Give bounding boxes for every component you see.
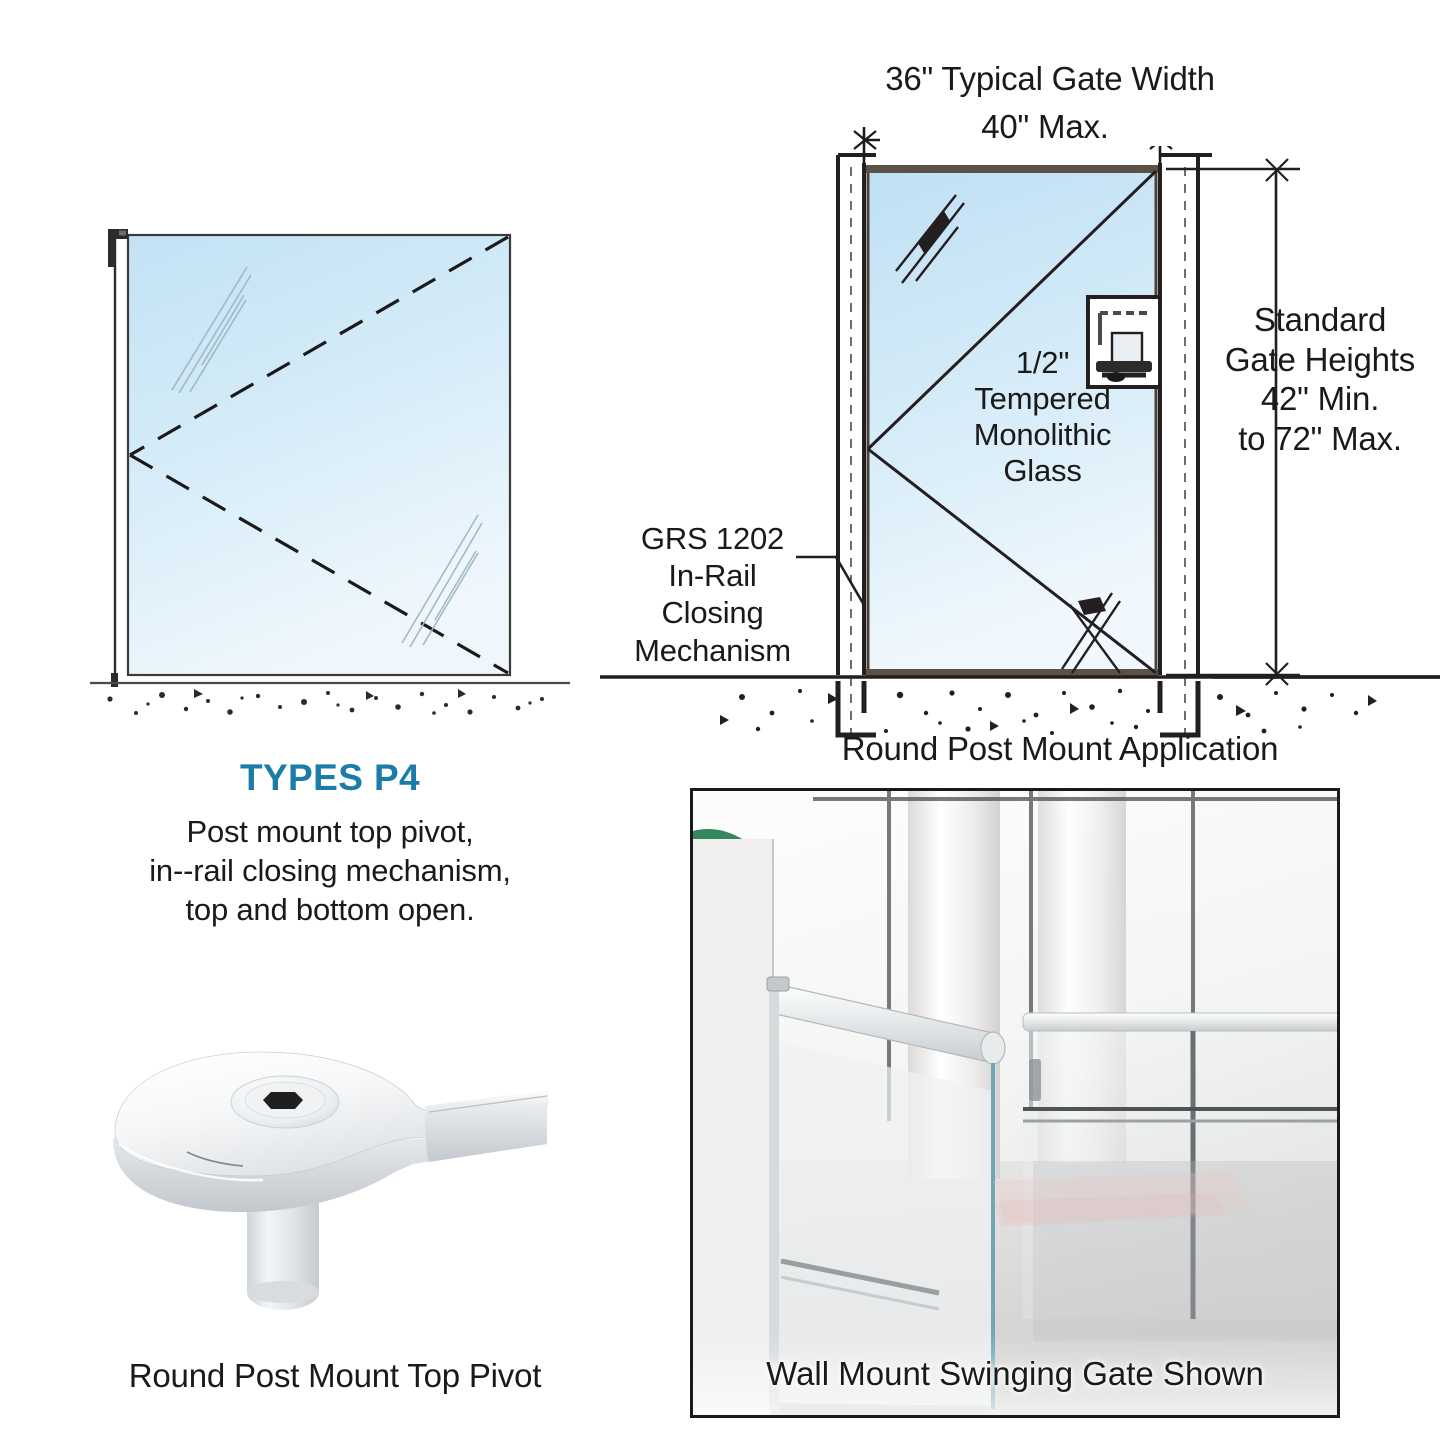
product-photo-caption: Wall Mount Swinging Gate Shown	[766, 1355, 1264, 1392]
reflection-streak-lower	[1060, 592, 1121, 674]
swing-arc-lower	[129, 453, 509, 675]
types-p4-title: TYPES P4	[239, 757, 421, 798]
glass-panel	[126, 233, 512, 677]
dimension-label-max-width: 40" Max.	[880, 108, 1210, 146]
swing-arc-lower	[867, 447, 1157, 675]
swing-arc-upper	[129, 235, 509, 457]
pivot-photo-caption: Round Post Mount Top Pivot	[128, 1357, 542, 1394]
dimension-label-typical-width: 36" Typical Gate Width	[885, 60, 1215, 97]
pivot-screw	[119, 230, 126, 236]
gate-latch-hardware	[1029, 1059, 1041, 1101]
installation-photo: Wall Mount Swinging Gate Shown	[690, 788, 1340, 1418]
concrete-aggregate	[720, 688, 1377, 735]
wall-mount-panel	[693, 839, 773, 1415]
glass-panel	[866, 167, 1158, 677]
bottom-rail	[866, 669, 1158, 677]
top-pivot-bracket	[108, 229, 128, 267]
left-elevation-drawing	[90, 229, 570, 715]
lobby-scene	[693, 791, 1337, 1415]
grs-leader-line	[796, 555, 866, 606]
swinging-gate	[766, 976, 1006, 1411]
dimension-height	[1166, 158, 1300, 686]
pivot-stem	[247, 1190, 319, 1310]
round-post-right	[1158, 153, 1212, 675]
round-post-left	[836, 153, 876, 675]
round-post-mount-application-drawing	[600, 127, 1440, 745]
floor-light-streak	[993, 1171, 1253, 1223]
top-pivot-hardware	[766, 976, 790, 992]
ground-aggregate	[107, 689, 544, 715]
types-p4-description: Post mount top pivot, in--rail closing m…	[149, 814, 511, 928]
hex-socket-hole	[263, 1092, 303, 1109]
glass-railing-right	[1022, 1012, 1337, 1341]
reflection-streaks-lower	[401, 514, 483, 648]
reflection-streak-upper	[895, 194, 965, 284]
pivot-wing-tab	[425, 1090, 547, 1162]
glass-specification-label: 1/2" Tempered Monolithic Glass	[973, 345, 1112, 488]
plan-diagram-caption: Round Post Mount Application	[841, 730, 1279, 767]
reflection-streaks-upper	[171, 266, 252, 394]
window-mullions	[813, 791, 1337, 1121]
in-rail-closing-mechanism	[1086, 295, 1162, 389]
top-rail	[866, 165, 1158, 173]
rail-end-cap	[980, 1031, 1006, 1065]
grs-1202-callout-label: GRS 1202 In-Rail Closing Mechanism	[634, 521, 791, 668]
post-footings	[835, 681, 1201, 738]
dimension-label-gate-heights: Standard Gate Heights 42" Min. to 72" Ma…	[1224, 301, 1416, 457]
swing-arc-upper	[866, 169, 1158, 451]
round-post-mount-top-pivot-image	[113, 1051, 548, 1310]
bottom-anchor	[111, 673, 118, 687]
